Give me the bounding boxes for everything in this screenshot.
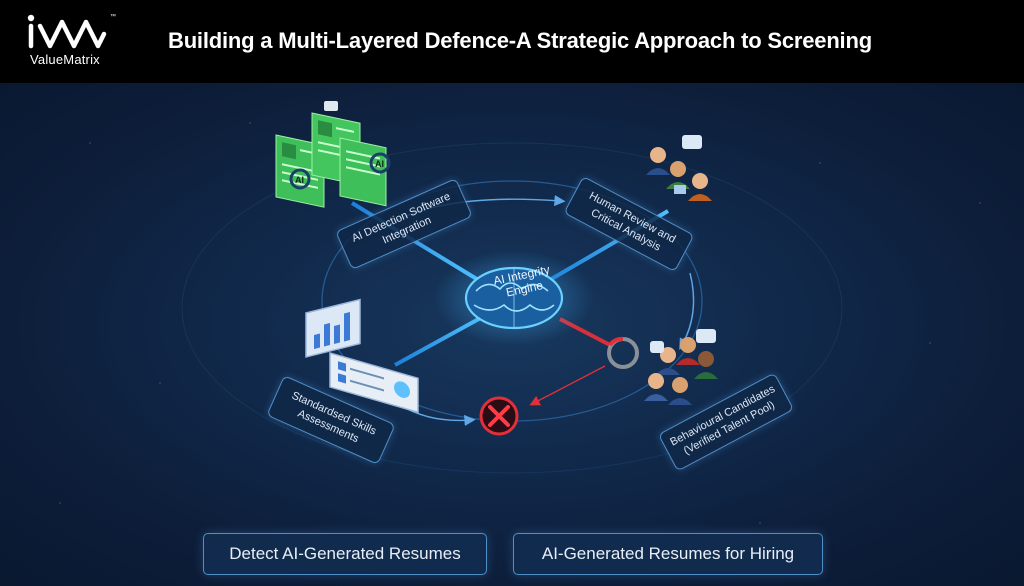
brain-engine-icon[interactable] [434, 250, 594, 346]
laptop-assessment-icon [305, 298, 419, 414]
candidates-group-icon [644, 329, 718, 405]
detect-resumes-label: Detect AI-Generated Resumes [229, 544, 461, 563]
valuematrix-logo[interactable]: ™ ValueMatrix [22, 12, 132, 72]
resume-stack-icon [275, 101, 391, 208]
detect-resumes-button[interactable]: Detect AI-Generated Resumes [203, 533, 487, 575]
hiring-resumes-label: AI-Generated Resumes for Hiring [541, 544, 795, 563]
logo-mark-icon [27, 14, 107, 49]
trademark-mark: ™ [110, 14, 116, 20]
page-title: Building a Multi-Layered Defence-A Strat… [168, 28, 872, 53]
brand-name: ValueMatrix [30, 52, 100, 67]
diagram-canvas: AI AI [59, 101, 981, 544]
resume-badge-2: AI [375, 159, 384, 169]
reviewers-icon [646, 135, 712, 201]
header-bar: ™ ValueMatrix Building a Multi-Layered D… [0, 0, 1024, 83]
orbit-arrow-right [679, 272, 695, 350]
resume-badge-1: AI [295, 175, 304, 185]
outer-orbit-ring [181, 142, 843, 474]
reject-x-icon [479, 396, 519, 436]
reject-arrow [529, 365, 606, 406]
hiring-resumes-button[interactable]: AI-Generated Resumes for Hiring [513, 533, 823, 575]
diagram-stage: AI AI [0, 83, 1024, 586]
